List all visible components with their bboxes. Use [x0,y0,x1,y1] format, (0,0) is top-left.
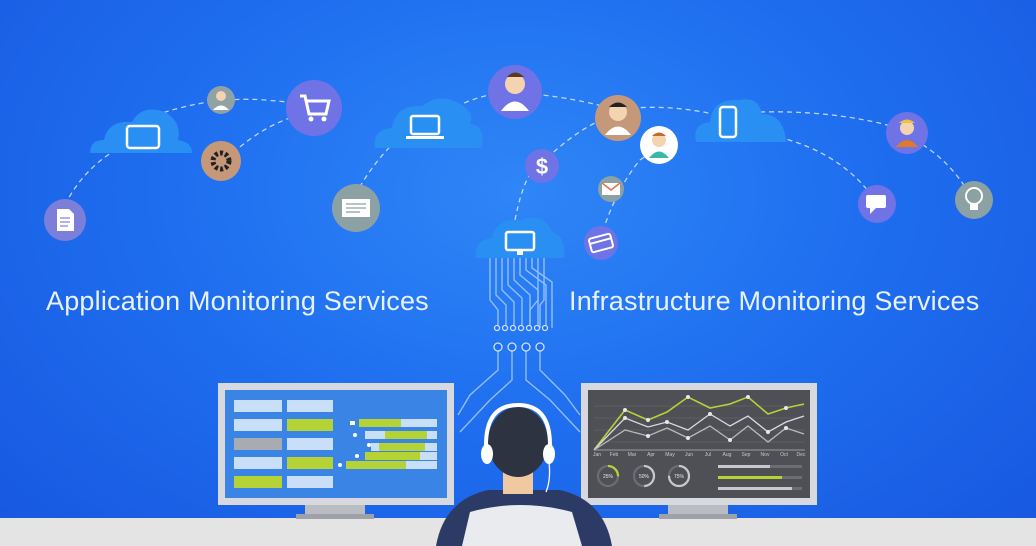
gear-icon [201,141,241,181]
month-label: Feb [610,452,619,458]
operator-avatar [436,402,612,546]
right-monitor: Jan Feb Mar Apr May Jun Jul Aug Sep Nov … [581,383,817,519]
monitor-cloud-icon [475,217,565,258]
month-label: Jul [705,452,711,458]
month-label: Apr [647,452,655,458]
gauge-label: 25% [603,474,614,480]
phone-cloud-icon [695,99,786,142]
month-label: May [665,452,675,458]
month-label: Dec [797,452,806,458]
infrastructure-monitoring-heading: Infrastructure Monitoring Services [569,286,980,316]
user-icon [488,65,542,119]
lightbulb-icon [955,181,993,219]
month-label: Aug [723,452,732,458]
application-monitoring-heading: Application Monitoring Services [46,286,429,316]
laptop-cloud-icon [374,98,483,148]
gauge-label: 50% [639,474,650,480]
dollar-icon: $ [525,149,559,183]
user-icon [595,95,641,141]
svg-text:$: $ [536,154,548,179]
user-icon [207,86,235,114]
left-monitor [218,383,454,519]
cart-icon [286,80,342,136]
month-label: Jun [685,452,693,458]
mail-icon [598,176,624,202]
newsletter-icon [332,184,380,232]
month-label: Nov [761,452,770,458]
document-icon [44,199,86,241]
month-label: Oct [780,452,788,458]
user-icon [640,126,678,164]
month-label: Jan [593,452,601,458]
credit-card-icon [584,226,618,260]
tablet-cloud-icon [90,109,192,153]
gauge-label: 75% [674,474,685,480]
chat-icon [858,185,896,223]
user-icon [886,112,928,154]
month-label: Mar [628,452,637,458]
month-label: Sep [742,452,751,458]
